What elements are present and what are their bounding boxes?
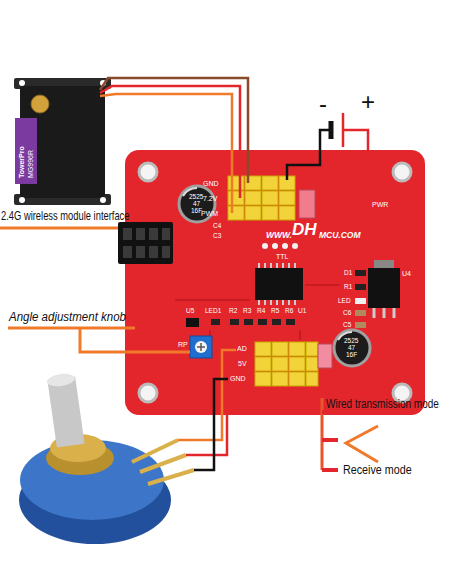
header-pin [245, 191, 261, 205]
silkscreen-url: DH [292, 221, 317, 238]
ttl-pad [282, 243, 288, 249]
pin-header [255, 342, 318, 386]
capacitor-marking: 2525 [344, 338, 358, 345]
part-label: U5 [186, 308, 194, 315]
silkscreen-url: WWW. [266, 231, 292, 240]
regulator-tab [374, 260, 394, 269]
pin-label: PWR [372, 201, 388, 208]
pin-header [228, 176, 295, 220]
ic-pins [259, 263, 295, 305]
pin-label: 5V [238, 360, 247, 367]
mounting-hole [139, 163, 157, 181]
header-pin [228, 191, 244, 205]
capacitor-marking: 16F [346, 352, 357, 359]
part-label: U1 [298, 308, 306, 315]
power-jumper [299, 190, 315, 218]
mounting-hole [393, 163, 411, 181]
regulator-legs [374, 308, 394, 318]
part-label: U4 [402, 270, 411, 277]
header-pin [228, 176, 244, 190]
part-label: C6 [343, 310, 351, 317]
callout-label: Receive mode [343, 464, 412, 477]
servo-wire [100, 86, 240, 198]
part-label: R2 [229, 308, 237, 315]
leader-line [8, 328, 190, 352]
callout-label: 2.4G wireless module interface [1, 209, 130, 222]
part-label: LED [338, 298, 351, 305]
part-label: C3 [213, 233, 221, 240]
trimmer-potentiometer [190, 336, 212, 358]
leader-line [0, 227, 118, 230]
part-label: R3 [243, 308, 251, 315]
servo-model: MG996R [27, 150, 34, 178]
servo-sticker [15, 118, 37, 184]
trimmer-slot [197, 343, 205, 351]
header-holes [123, 228, 170, 258]
servo-motor [14, 78, 111, 205]
power-wire [287, 130, 329, 180]
polarity-sign: - [319, 92, 327, 116]
pin-label: 7.2V [203, 195, 217, 202]
pin-label: GND [230, 375, 246, 382]
capacitor [334, 330, 370, 366]
servo-brand: TowerPro [18, 146, 25, 178]
part-label: RP [178, 341, 188, 348]
callout-label: Angle adjustment knob [9, 311, 126, 324]
header-pin [262, 206, 278, 220]
pin-label: TTL [276, 253, 288, 260]
pot-wire [194, 379, 228, 470]
part-label: R4 [257, 308, 265, 315]
part-label: LED1 [205, 308, 221, 315]
ic-chip [255, 268, 303, 300]
servo-wire [100, 94, 232, 213]
polarity-sign: + [361, 90, 375, 114]
part-label: D1 [344, 270, 352, 277]
capacitor-marking: 47 [193, 201, 200, 208]
part-label: R5 [271, 308, 279, 315]
part-label: C4 [213, 223, 221, 230]
pin-label: GND [203, 180, 219, 187]
callout-label: Wired transmission mode [326, 398, 439, 411]
regulator [368, 268, 400, 308]
header-pin [262, 176, 278, 190]
ttl-pad [292, 243, 298, 249]
trimmer-knob [195, 341, 207, 353]
part-label: R6 [285, 308, 293, 315]
header-pin [245, 206, 261, 220]
silkscreen-url: MCU.COM [319, 231, 361, 240]
servo-shaft [31, 95, 49, 113]
mode-tick [322, 412, 338, 470]
mode-jumper [318, 344, 332, 368]
capacitor-marking: 47 [348, 345, 355, 352]
header-pin [279, 191, 295, 205]
circuit-board [125, 150, 425, 415]
mounting-hole [139, 384, 157, 402]
part-label: R1 [344, 284, 352, 291]
power-wire [315, 130, 368, 204]
battery-negative-plate [329, 121, 334, 139]
smd-parts [186, 270, 366, 328]
pin-label: AD [237, 345, 247, 352]
capacitor-marking: 2525 [189, 194, 203, 201]
part-label: C5 [343, 322, 351, 329]
capacitor-marking: 16F [191, 208, 202, 215]
mode-line [321, 398, 324, 470]
pin-label: PWM [201, 210, 218, 217]
wireless-header [118, 222, 173, 264]
ttl-pad [262, 243, 268, 249]
mode-switch-symbol [346, 426, 378, 462]
potentiometer [19, 372, 194, 544]
ttl-pad [272, 243, 278, 249]
header-pin [279, 206, 295, 220]
header-pin [228, 206, 244, 220]
pot-wire [186, 364, 236, 455]
battery-positive-plate [342, 113, 345, 147]
header-pin [262, 191, 278, 205]
